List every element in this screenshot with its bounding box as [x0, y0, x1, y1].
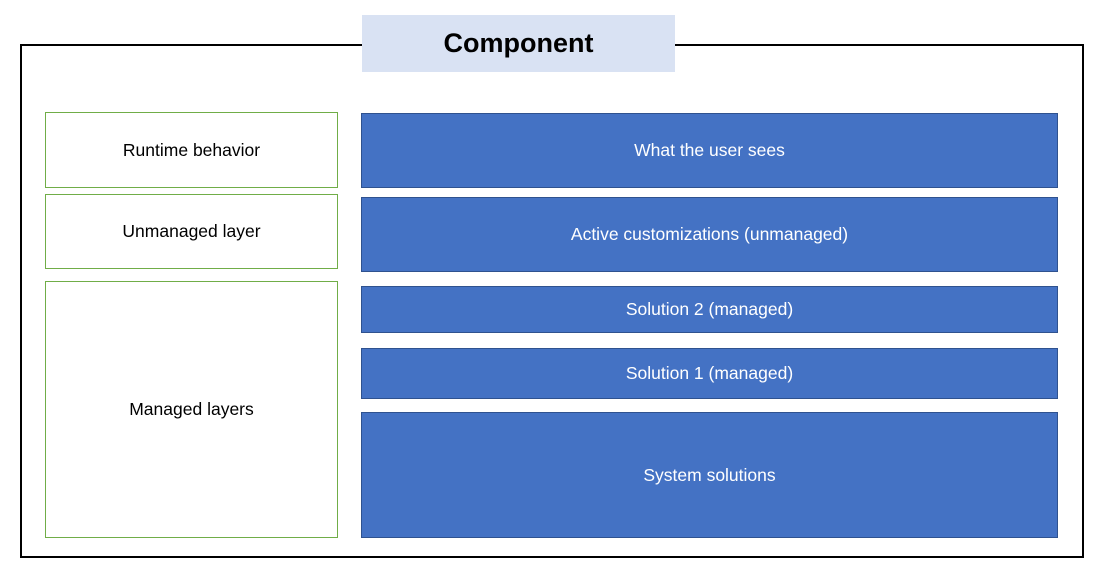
layer-bar-active-customizations-label: Active customizations (unmanaged): [570, 224, 849, 244]
layer-bar-what-the-user-sees-label: What the user sees: [634, 140, 785, 160]
layer-bar-system-solutions-label: System solutions: [643, 464, 776, 485]
layer-bar-solution-1: Solution 1 (managed): [361, 348, 1058, 399]
left-box-runtime-behavior-label: Runtime behavior: [122, 139, 261, 160]
component-title-box: Component: [362, 15, 675, 72]
layer-bar-solution-2: Solution 2 (managed): [361, 286, 1058, 333]
layer-bar-solution-2-label: Solution 2 (managed): [625, 299, 794, 319]
layer-bar-what-the-user-sees: What the user sees: [361, 113, 1058, 188]
left-box-managed-layers: Managed layers: [45, 281, 338, 538]
left-box-managed-layers-label: Managed layers: [129, 399, 254, 419]
layer-bar-solution-1-label: Solution 1 (managed): [625, 363, 794, 383]
left-box-unmanaged-layer: Unmanaged layer: [45, 194, 338, 269]
layer-bar-active-customizations: Active customizations (unmanaged): [361, 197, 1058, 272]
layer-bar-system-solutions: System solutions: [361, 412, 1058, 538]
left-box-unmanaged-layer-label: Unmanaged layer: [122, 221, 261, 241]
component-title: Component: [443, 28, 594, 58]
left-box-runtime-behavior: Runtime behavior: [45, 112, 338, 188]
